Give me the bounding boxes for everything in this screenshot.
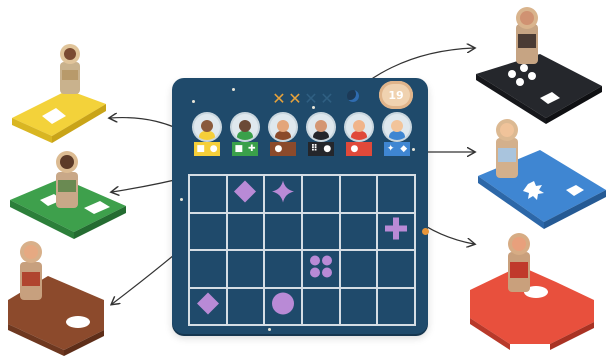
tag-symbol: ● xyxy=(274,144,283,154)
planet-icon xyxy=(347,90,359,102)
grid-cell[interactable] xyxy=(264,250,302,288)
color-tag-yellow: ■● xyxy=(194,142,220,156)
star-decoration xyxy=(192,100,195,103)
progress-token: ✕ xyxy=(320,89,334,108)
tag-symbol: ■ xyxy=(234,144,243,154)
yellow-piece[interactable] xyxy=(12,44,106,143)
grid-cell[interactable] xyxy=(339,175,378,213)
star-decoration xyxy=(232,88,235,91)
tag-symbol: ■ xyxy=(196,144,205,154)
astronaut-face xyxy=(353,120,365,132)
tag-symbol: ✚ xyxy=(247,144,256,154)
grid-cell[interactable] xyxy=(189,175,227,213)
brown-piece[interactable] xyxy=(8,241,104,356)
grid-cell[interactable] xyxy=(264,175,302,213)
board-grid xyxy=(188,174,416,326)
blue-piece[interactable] xyxy=(478,119,606,229)
astronaut-portrait-yellow[interactable] xyxy=(194,114,220,140)
green-piece[interactable] xyxy=(10,151,126,239)
tag-symbol: ◆ xyxy=(400,144,408,154)
grid-cell[interactable] xyxy=(189,250,227,288)
cross-shape-icon xyxy=(383,216,409,247)
astronaut-face xyxy=(315,120,327,132)
orange-marker xyxy=(422,228,429,235)
astronaut-suit xyxy=(351,131,367,140)
star-decoration xyxy=(180,198,183,201)
grid-cell[interactable] xyxy=(302,175,340,213)
game-board: ✕✕✕✕ 19 ■●■✚●⠿●●✦◆ xyxy=(172,78,429,334)
grid-cell[interactable] xyxy=(339,212,378,250)
tag-symbol: ● xyxy=(350,144,359,154)
astronaut-suit xyxy=(389,131,405,140)
grid-cell[interactable] xyxy=(226,175,265,213)
grid-cell[interactable] xyxy=(302,250,340,288)
diamond-shape-icon xyxy=(232,178,258,209)
grid-cell[interactable] xyxy=(302,212,340,250)
progress-token: ✕ xyxy=(272,89,286,108)
grid-cell[interactable] xyxy=(264,287,302,325)
astronaut-portrait-green[interactable] xyxy=(232,114,258,140)
color-tag-green: ■✚ xyxy=(232,142,258,156)
astronaut-suit xyxy=(313,131,329,140)
four-dots-shape-icon xyxy=(308,253,334,284)
astronaut-portrait-black[interactable] xyxy=(308,114,334,140)
color-tag-brown: ● xyxy=(270,142,296,156)
grid-cell[interactable] xyxy=(377,287,415,325)
circle-shape-icon xyxy=(270,291,296,322)
star-decoration xyxy=(312,106,315,109)
progress-token: ✕ xyxy=(288,89,302,108)
grid-cell[interactable] xyxy=(377,175,415,213)
grid-cell[interactable] xyxy=(226,250,265,288)
diamond-shape-icon xyxy=(195,291,221,322)
grid-cell[interactable] xyxy=(339,287,378,325)
astronaut-portrait-brown[interactable] xyxy=(270,114,296,140)
red-piece[interactable] xyxy=(470,233,594,350)
star-decoration xyxy=(268,328,271,331)
astronaut-suit xyxy=(237,131,253,140)
level-badge: 19 xyxy=(379,81,413,109)
grid-cell[interactable] xyxy=(189,212,227,250)
grid-cell[interactable] xyxy=(302,287,340,325)
level-number: 19 xyxy=(388,88,404,102)
grid-cell[interactable] xyxy=(339,250,378,288)
astronaut-suit xyxy=(275,131,291,140)
tag-symbol: ● xyxy=(209,144,218,154)
astronaut-portrait-red[interactable] xyxy=(346,114,372,140)
tag-symbol: ● xyxy=(323,144,332,154)
astronaut-suit xyxy=(199,131,215,140)
grid-cell[interactable] xyxy=(377,212,415,250)
grid-cell[interactable] xyxy=(226,212,265,250)
progress-token: ✕ xyxy=(304,89,318,108)
color-tag-red: ● xyxy=(346,142,372,156)
tag-symbol: ✦ xyxy=(386,144,395,154)
astronaut-face xyxy=(239,120,251,132)
grid-cell[interactable] xyxy=(189,287,227,325)
grid-cell[interactable] xyxy=(226,287,265,325)
color-tag-black: ⠿● xyxy=(308,142,334,156)
astronaut-face xyxy=(391,120,403,132)
astronaut-portrait-blue[interactable] xyxy=(384,114,410,140)
tag-symbol: ⠿ xyxy=(310,144,318,154)
astronaut-face xyxy=(201,120,213,132)
star-decoration xyxy=(412,148,415,151)
black-piece[interactable] xyxy=(476,7,602,124)
color-tag-blue: ✦◆ xyxy=(384,142,410,156)
grid-cell[interactable] xyxy=(264,212,302,250)
star4-shape-icon xyxy=(270,178,296,209)
astronaut-face xyxy=(277,120,289,132)
grid-cell[interactable] xyxy=(377,250,415,288)
